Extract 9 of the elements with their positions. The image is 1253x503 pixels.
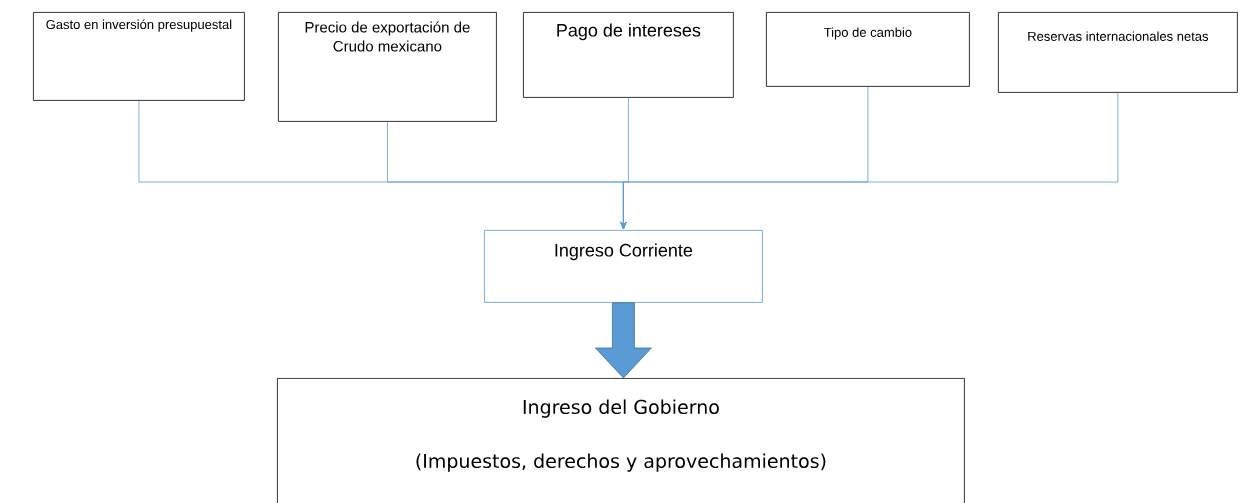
text-box: Gasto en inversión presupuestal [33, 12, 245, 101]
block-arrow [595, 302, 652, 379]
text-box: Precio de exportación de Crudo mexicano [278, 12, 497, 122]
text-box: Ingreso Corriente [484, 230, 763, 303]
text-box: Ingreso del Gobierno (Impuestos, derechos y aprovechamientos) [277, 378, 965, 503]
text-box: Pago de intereses [523, 12, 734, 98]
connector-arrow [620, 92, 1119, 230]
text-box: Reservas internacionales netas [998, 12, 1238, 93]
text-box: Tipo de cambio [766, 12, 970, 87]
